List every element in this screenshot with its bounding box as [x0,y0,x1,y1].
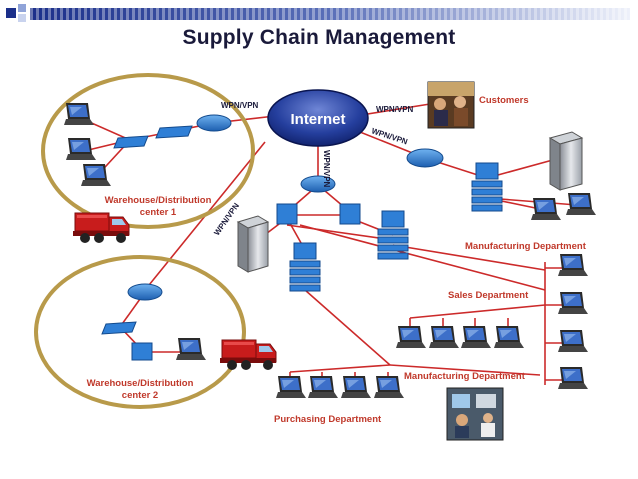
server-tower [236,215,270,273]
laptop-warehouse-1 [64,103,111,186]
laptop-sales-row [396,326,524,348]
manufacturing-top-label: Manufacturing Department [465,241,587,252]
switch-stack [377,210,409,260]
router [406,148,444,168]
network-switch [113,135,149,149]
slide-title: Supply Chain Management [182,26,456,49]
laptop-purchasing [276,376,404,398]
warehouse-2-label-line2: center 2 [122,390,158,401]
truck-warehouse-1 [72,212,130,244]
network-switch [101,321,137,335]
customers-label: Customers [479,95,529,106]
truck-warehouse-2 [219,339,277,371]
network-switch [276,203,298,225]
customers-photo [427,81,475,129]
warehouse-2-label-line1: Warehouse/Distribution [87,378,194,389]
warehouse-1-label-line2: center 1 [140,207,177,218]
warehouse-1-ring [41,73,255,229]
internet-node: Internet [267,89,369,147]
link-label-internet-customers: WPN/VPN [376,105,414,114]
router [127,283,163,301]
warehouse-2-ring [34,255,246,409]
warehouse-1-label-line1: Warehouse/Distribution [105,195,212,206]
router [196,114,232,132]
switch-stack [289,242,321,292]
decorative-title-bar [6,4,630,22]
network-switch [339,203,361,225]
internet-label: Internet [290,111,345,128]
switch-stack [471,162,503,212]
server-tower [548,131,584,191]
router [300,175,336,193]
laptop-manufacturing-top [531,193,596,220]
link-label-internet-center: WPN/VPN [322,150,331,188]
manufacturing-photo [446,387,504,441]
network-switch [131,342,153,361]
network-switch [155,125,193,139]
sales-label: Sales Department [448,290,529,301]
manufacturing-bottom-label: Manufacturing Department [404,371,526,382]
link-label-wh1-internet: WPN/VPN [221,101,259,110]
purchasing-label: Purchasing Department [274,414,382,425]
laptop-warehouse-2 [176,338,206,360]
laptop-sales-column [558,254,588,389]
